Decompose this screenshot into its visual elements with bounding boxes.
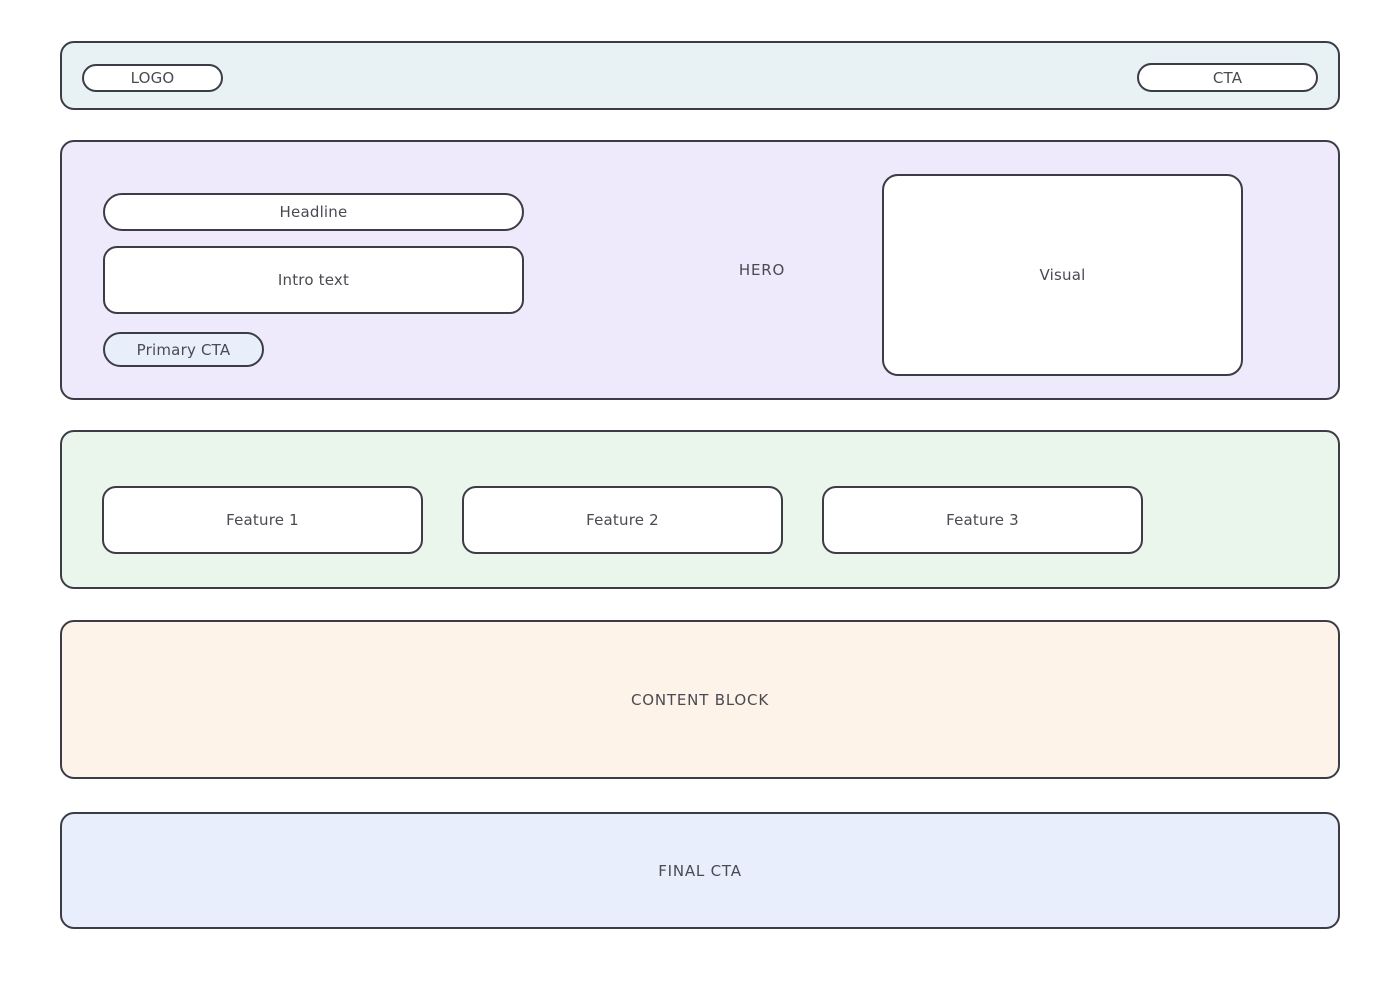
feature-card-1-label: Feature 1 bbox=[226, 511, 299, 529]
header-cta-button[interactable]: CTA bbox=[1137, 63, 1318, 92]
final-cta-label: FINAL CTA bbox=[658, 861, 742, 880]
feature-card-2-label: Feature 2 bbox=[586, 511, 659, 529]
content-block-label: CONTENT BLOCK bbox=[631, 690, 769, 709]
header-section: LOGO CTA bbox=[60, 41, 1340, 110]
hero-headline-label: Headline bbox=[279, 203, 348, 221]
hero-visual-placeholder[interactable]: Visual bbox=[882, 174, 1243, 376]
hero-primary-cta-button[interactable]: Primary CTA bbox=[103, 332, 264, 367]
hero-visual-label: Visual bbox=[1039, 266, 1086, 284]
hero-intro-label: Intro text bbox=[277, 271, 350, 289]
hero-section-title-text: HERO bbox=[738, 261, 786, 279]
hero-section: Headline Intro text Primary CTA HERO Vis… bbox=[60, 140, 1340, 400]
feature-card-3[interactable]: Feature 3 bbox=[822, 486, 1143, 554]
feature-card-2[interactable]: Feature 2 bbox=[462, 486, 783, 554]
hero-section-title: HERO bbox=[622, 142, 902, 398]
hero-primary-cta-label: Primary CTA bbox=[136, 340, 231, 359]
feature-card-1[interactable]: Feature 1 bbox=[102, 486, 423, 554]
final-cta-section[interactable]: FINAL CTA bbox=[60, 812, 1340, 929]
hero-intro-placeholder[interactable]: Intro text bbox=[103, 246, 524, 314]
logo-label: LOGO bbox=[130, 69, 175, 87]
header-cta-label: CTA bbox=[1212, 68, 1243, 87]
content-block-section: CONTENT BLOCK bbox=[60, 620, 1340, 779]
feature-card-3-label: Feature 3 bbox=[946, 511, 1019, 529]
features-section: Feature 1 Feature 2 Feature 3 bbox=[60, 430, 1340, 589]
logo-placeholder[interactable]: LOGO bbox=[82, 64, 223, 92]
hero-headline-placeholder[interactable]: Headline bbox=[103, 193, 524, 231]
